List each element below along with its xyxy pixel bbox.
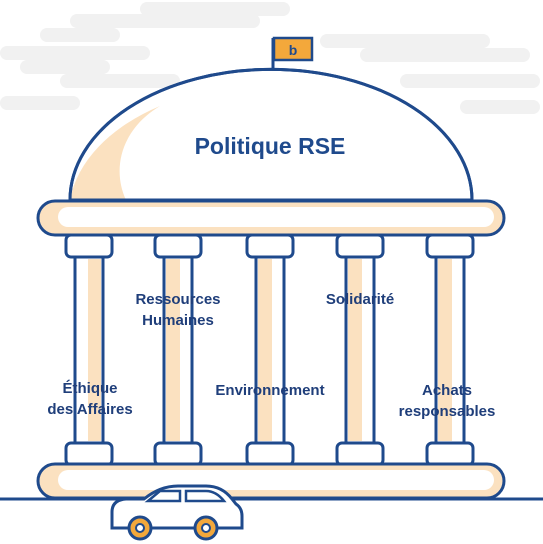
- background-clouds: [0, 2, 540, 114]
- column-4: [335, 233, 385, 467]
- column-1: [64, 233, 114, 467]
- flag-letter: b: [289, 42, 298, 58]
- temple-base: [36, 462, 506, 500]
- diagram-title: Politique RSE: [194, 133, 346, 159]
- pillar-label-solidarite: Solidarité: [325, 291, 395, 308]
- pillar-label-environnement: Environnement: [215, 382, 325, 399]
- car-icon: [110, 484, 244, 541]
- dome: [68, 67, 474, 202]
- column-2: [153, 233, 203, 467]
- pillar-label-ethique: Éthique des Affaires: [47, 380, 133, 418]
- flag: b: [271, 36, 314, 78]
- column-3: [245, 233, 295, 467]
- pillar-label-ressources-humaines: Ressources Humaines: [135, 291, 221, 329]
- entablature: [36, 199, 506, 237]
- columns: [64, 233, 475, 467]
- column-5: [425, 233, 475, 467]
- pillar-label-achats: Achats responsables: [398, 382, 496, 420]
